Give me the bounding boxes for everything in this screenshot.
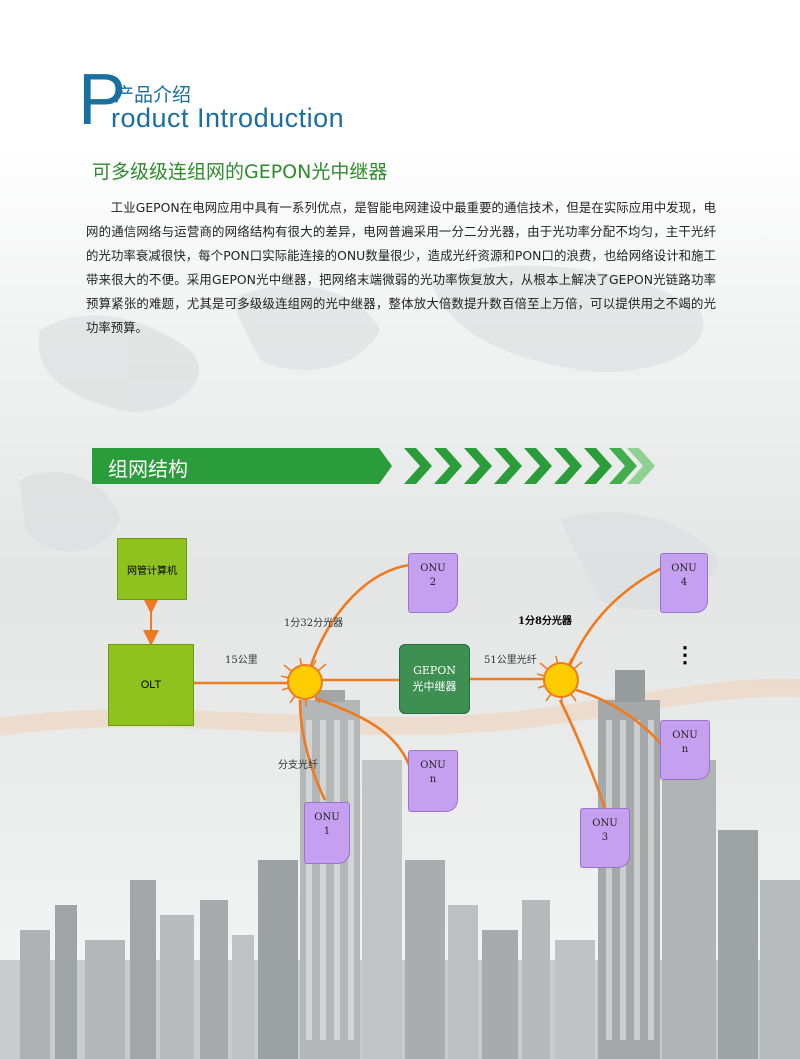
onu-number: 1 [323,826,331,837]
onu-box: ONU n [408,750,458,812]
olt-box: OLT [108,644,194,726]
onu-label: ONU [420,760,446,771]
fiber-length-label: 51公里光纤 [484,655,537,666]
repeater-line-1: GEPON [413,664,456,677]
onu-box: ONU 1 [304,802,350,864]
splitter-1x8 [543,662,579,698]
onu-box: ONU n [660,720,710,780]
management-computer-box: 网管计算机 [117,538,187,600]
splitter-1x32 [287,664,323,700]
onu-label: ONU [420,563,446,574]
onu-number: n [429,774,437,785]
onu-number: 4 [680,577,688,588]
header-cn-title: 产品介绍 [115,84,192,106]
header-initial: P [78,60,127,140]
splitter-label: 1分8分光器 [518,616,572,627]
fiber-length-label: 15公里 [225,655,258,666]
gepon-repeater-box: GEPON 光中继器 [399,644,470,714]
onu-box: ONU 4 [660,553,708,613]
onu-number: 3 [601,832,609,843]
onu-number: n [681,744,689,755]
onu-label: ONU [592,818,618,829]
onu-box: ONU 3 [580,808,630,868]
onu-label: ONU [314,812,340,823]
header-en-title: roduct Introduction [111,103,345,133]
repeater-line-2: 光中继器 [412,680,457,693]
section-banner-label: 组网结构 [108,457,188,481]
onu-box: ONU 2 [408,553,458,613]
onu-number: 2 [429,577,437,588]
article-body: 工业GEPON在电网应用中具有一系列优点，是智能电网建设中最重要的通信技术，但是… [86,200,716,335]
splitter-label: 1分32分光器 [284,618,344,629]
city-skyline-graphic [0,670,800,1059]
ellipsis-dots: ⋮ [674,642,696,668]
onu-label: ONU [671,563,697,574]
article-title: 可多级级连组网的GEPON光中继器 [92,161,388,183]
branch-fiber-label: 分支光纤 [278,760,318,771]
world-map-graphic [20,265,720,610]
onu-label: ONU [672,730,698,741]
fiber-links [194,563,663,809]
section-banner [92,448,392,484]
